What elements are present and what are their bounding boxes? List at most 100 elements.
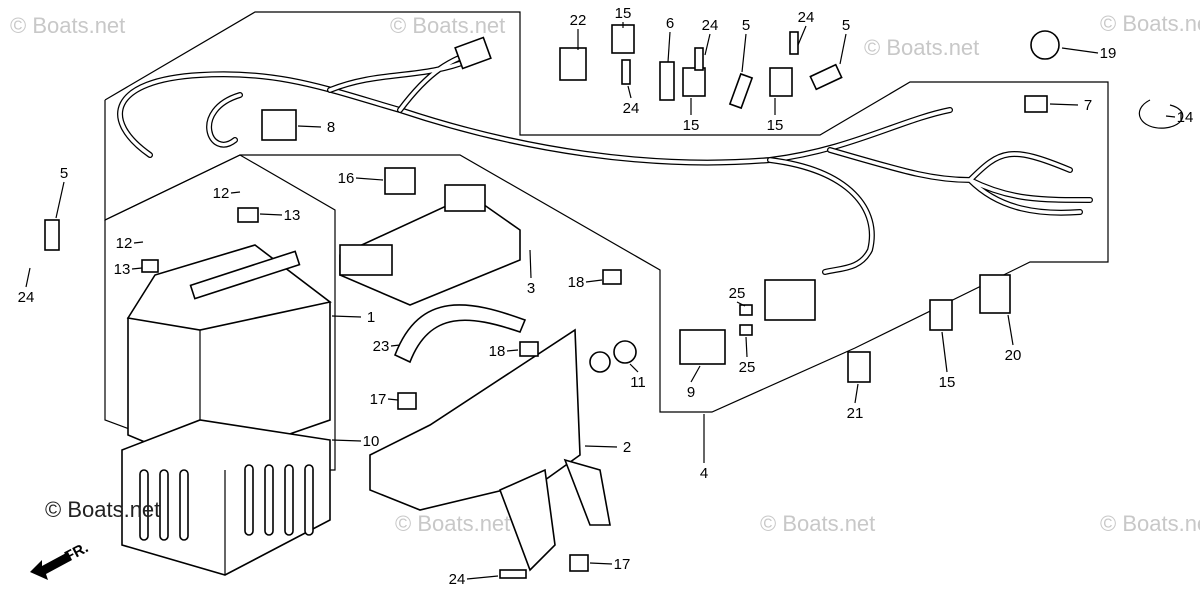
watermark: © Boats.net	[395, 511, 511, 536]
box-rib	[179, 469, 189, 541]
battery	[126, 244, 332, 466]
watermark: © Boats.net	[1100, 511, 1200, 536]
callout-12: 12	[116, 235, 133, 252]
box-rib	[264, 464, 274, 536]
watermark: © Boats.net	[10, 13, 126, 38]
callout-16: 16	[338, 170, 355, 187]
leader-line	[133, 241, 144, 244]
leader-line	[589, 562, 613, 565]
leader-line	[529, 249, 532, 279]
callout-5: 5	[742, 17, 750, 34]
battery-tray	[369, 328, 611, 572]
leader-line	[1165, 115, 1176, 118]
watermark: © Boats.net	[864, 35, 980, 60]
callout-25: 25	[739, 359, 756, 376]
leader-line	[131, 267, 143, 270]
watermark: © Boats.net	[390, 13, 506, 38]
leader-line	[839, 33, 847, 65]
callout-17: 17	[370, 391, 387, 408]
callout-13: 13	[284, 207, 301, 224]
leader-line	[627, 85, 632, 99]
watermark: © Boats.net	[760, 511, 876, 536]
front-arrow-icon: FR.	[30, 539, 91, 580]
leader-line	[331, 315, 362, 318]
callout-6: 6	[666, 15, 674, 32]
leader-line	[745, 336, 748, 358]
control-unit	[339, 184, 521, 306]
callout-9: 9	[687, 384, 695, 401]
callout-24: 24	[449, 571, 466, 588]
leader-line	[797, 25, 807, 46]
callout-5: 5	[842, 17, 850, 34]
leader-line	[629, 363, 639, 373]
callout-5: 5	[60, 165, 68, 182]
box-rib	[159, 469, 169, 541]
callout-4: 4	[700, 465, 708, 482]
callout-24: 24	[623, 100, 640, 117]
battery-box	[121, 419, 331, 576]
callout-22: 22	[570, 12, 587, 29]
callout-1: 1	[367, 309, 375, 326]
box-rib	[284, 464, 294, 536]
watermark: © Boats.net	[45, 497, 161, 522]
callout-15: 15	[615, 5, 632, 22]
leader-line	[854, 383, 859, 404]
harness-group-outline	[104, 11, 1109, 413]
callout-23: 23	[373, 338, 390, 355]
battery-group-outline	[104, 154, 336, 471]
callout-15: 15	[683, 117, 700, 134]
callout-24: 24	[18, 289, 35, 306]
box-rib	[304, 464, 314, 536]
battery-strap	[393, 304, 527, 364]
leader-line	[230, 191, 241, 194]
leader-line	[259, 213, 283, 216]
callout-2: 2	[623, 439, 631, 456]
small-parts	[44, 24, 1184, 579]
leader-line	[1007, 314, 1014, 346]
callout-17: 17	[614, 556, 631, 573]
callout-20: 20	[1005, 347, 1022, 364]
callout-10: 10	[363, 433, 380, 450]
leader-line	[331, 439, 362, 442]
terminal-cover	[261, 109, 297, 141]
leader-line	[585, 279, 603, 283]
leader-line	[704, 33, 711, 56]
leader-line	[667, 31, 671, 63]
leader-line	[355, 177, 384, 181]
callout-12: 12	[213, 185, 230, 202]
leader-line	[741, 33, 747, 73]
leader-line	[387, 398, 399, 401]
callout-15: 15	[767, 117, 784, 134]
callout-18: 18	[568, 274, 585, 291]
leader-line	[390, 344, 401, 347]
leader-line	[55, 181, 65, 219]
callout-19: 19	[1100, 45, 1117, 62]
callout-7: 7	[1084, 97, 1092, 114]
leader-line	[1049, 103, 1079, 106]
callout-14: 14	[1177, 109, 1194, 126]
leader-line	[736, 301, 746, 307]
callout-3: 3	[527, 280, 535, 297]
callout-13: 13	[114, 261, 131, 278]
leader-line	[466, 575, 499, 580]
leader-line	[506, 349, 519, 352]
callout-8: 8	[327, 119, 335, 136]
callout-18: 18	[489, 343, 506, 360]
callout-24: 24	[798, 9, 815, 26]
leader-line	[297, 125, 322, 128]
callout-21: 21	[847, 405, 864, 422]
box-rib	[139, 469, 149, 541]
leader-line	[941, 331, 948, 373]
callout-24: 24	[702, 17, 719, 34]
watermark: © Boats.net	[1100, 11, 1200, 36]
leader-line	[1061, 47, 1099, 54]
callout-15: 15	[939, 374, 956, 391]
box-rib	[244, 464, 254, 536]
leader-line	[584, 445, 618, 448]
leader-line	[25, 267, 31, 288]
callout-11: 11	[630, 374, 646, 391]
wire-harness	[117, 36, 1093, 275]
